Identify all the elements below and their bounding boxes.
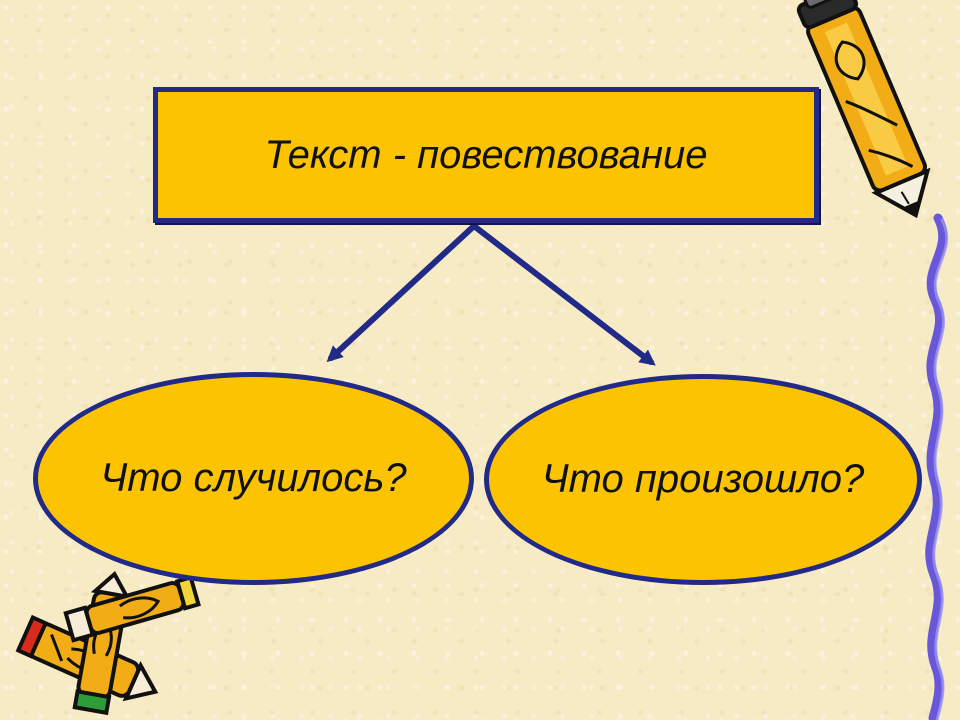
pencil-icon: [796, 0, 931, 219]
connector-arrows: [326, 223, 656, 366]
question-node-left: Что случилось?: [33, 372, 474, 585]
arrow-left: [326, 223, 477, 363]
topic-label: Текст - повествование: [264, 132, 708, 177]
topic-box: Текст - повествование: [153, 87, 819, 223]
wavy-ribbon-shadow: [932, 218, 949, 720]
wavy-ribbon: [925, 213, 948, 720]
question-label-right: Что произошло?: [541, 457, 865, 501]
question-label-left: Что случилось?: [100, 456, 407, 500]
question-node-right: Что произошло?: [484, 374, 922, 585]
arrow-right: [471, 223, 656, 366]
pencils-icon: [15, 570, 201, 716]
